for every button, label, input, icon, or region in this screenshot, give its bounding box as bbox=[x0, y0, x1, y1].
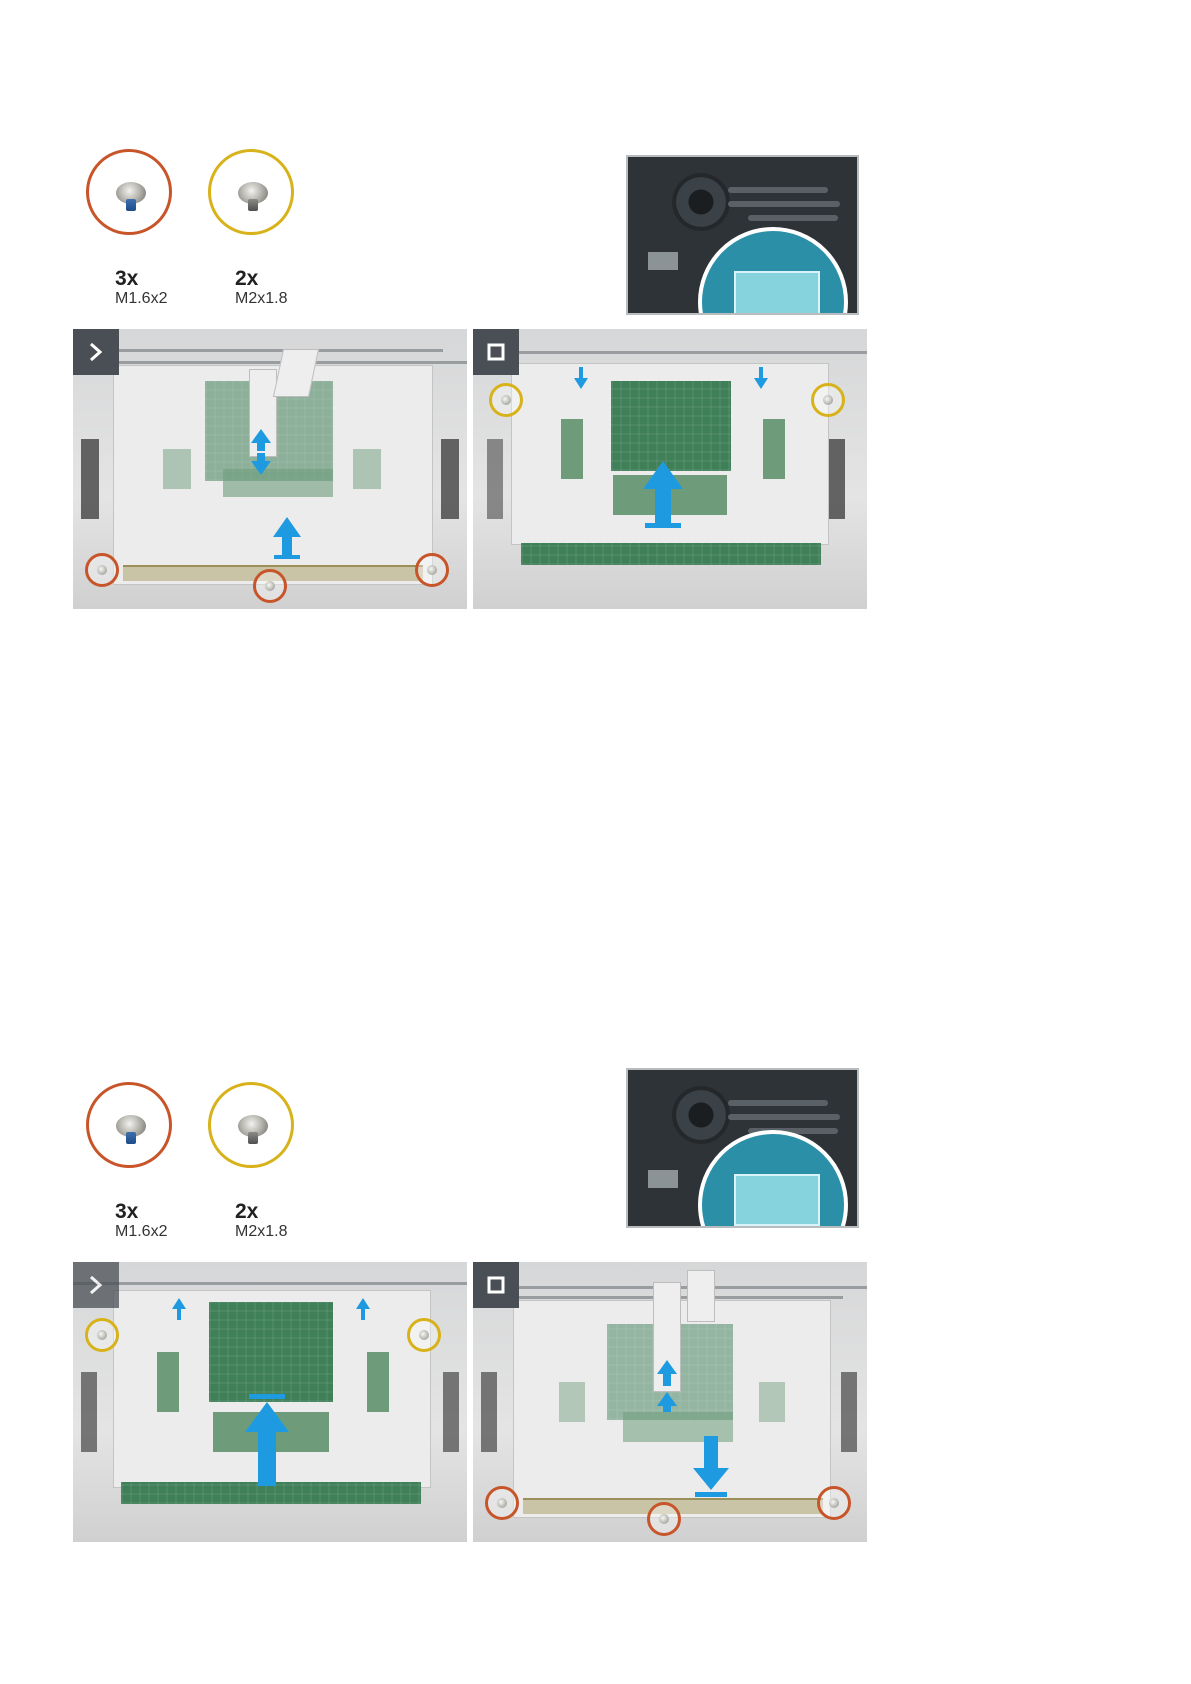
screw-location-m1.6x2 bbox=[253, 569, 287, 603]
screw-m2x1.8-icon bbox=[208, 1082, 294, 1168]
step-panel-disconnect-cable bbox=[73, 329, 467, 609]
arrow-up-icon bbox=[355, 1296, 371, 1322]
screw-location-m1.6x2 bbox=[415, 553, 449, 587]
screw-location-m2x1.8 bbox=[811, 383, 845, 417]
screw-location-m1.6x2 bbox=[85, 553, 119, 587]
arrow-down-icon bbox=[753, 365, 769, 391]
final-step-square-icon bbox=[473, 329, 519, 375]
screw-location-m2x1.8 bbox=[489, 383, 523, 417]
screw-size-m1.6x2: M1.6x2 bbox=[115, 290, 167, 308]
touchpad-board bbox=[209, 1302, 333, 1402]
figure-touchpad-removal: 3x M1.6x2 2x M2x1.8 bbox=[0, 145, 1191, 605]
touchpad-callout-highlight bbox=[698, 227, 848, 315]
final-step-square-icon bbox=[473, 1262, 519, 1308]
screw-location-m1.6x2 bbox=[485, 1486, 519, 1520]
touchpad-callout-highlight bbox=[698, 1130, 848, 1228]
arrow-down-icon bbox=[691, 1434, 731, 1498]
arrow-down-icon bbox=[573, 365, 589, 391]
arrow-up-icon bbox=[641, 459, 685, 531]
arrow-down-icon bbox=[653, 1358, 681, 1414]
laptop-overview-image bbox=[626, 155, 859, 315]
next-step-chevron-icon bbox=[73, 329, 119, 375]
screw-m2x1.8-icon bbox=[208, 149, 294, 235]
arrow-up-icon bbox=[247, 427, 275, 477]
screw-count-m1.6x2: 3x bbox=[115, 1200, 138, 1224]
screw-size-m2x1.8: M2x1.8 bbox=[235, 1223, 287, 1241]
screw-count-m1.6x2: 3x bbox=[115, 267, 138, 291]
step-panel-lift-touchpad bbox=[473, 329, 867, 609]
screw-location-m2x1.8 bbox=[407, 1318, 441, 1352]
step-panel-connect-cable bbox=[473, 1262, 867, 1542]
arrow-up-icon bbox=[243, 1392, 291, 1488]
screw-m1.6x2-icon bbox=[86, 1082, 172, 1168]
screw-location-m1.6x2 bbox=[817, 1486, 851, 1520]
screw-count-m2x1.8: 2x bbox=[235, 1200, 258, 1224]
screw-m1.6x2-icon bbox=[86, 149, 172, 235]
screw-location-m1.6x2 bbox=[647, 1502, 681, 1536]
laptop-overview-image bbox=[626, 1068, 859, 1228]
screw-size-m1.6x2: M1.6x2 bbox=[115, 1223, 167, 1241]
arrow-up-icon bbox=[271, 515, 303, 561]
screw-size-m2x1.8: M2x1.8 bbox=[235, 290, 287, 308]
step-panel-place-touchpad bbox=[73, 1262, 467, 1542]
arrow-up-icon bbox=[171, 1296, 187, 1322]
next-step-chevron-icon bbox=[73, 1262, 119, 1308]
touchpad-board bbox=[611, 381, 731, 471]
screw-count-m2x1.8: 2x bbox=[235, 267, 258, 291]
figure-touchpad-installation: 3x M1.6x2 2x M2x1.8 bbox=[0, 1078, 1191, 1538]
screw-location-m2x1.8 bbox=[85, 1318, 119, 1352]
